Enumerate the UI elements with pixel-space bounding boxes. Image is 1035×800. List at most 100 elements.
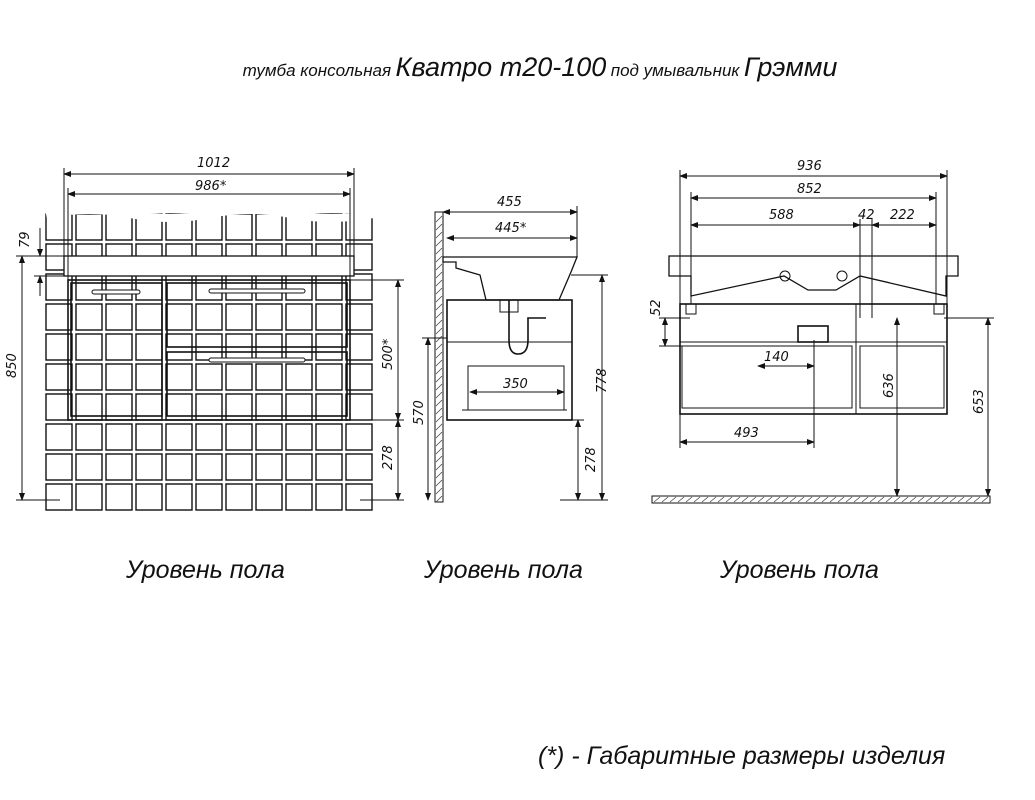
dim-front-top-thickness: 79 (18, 231, 33, 248)
wall-tile (45, 453, 73, 481)
back-siphon (797, 325, 829, 343)
wall-tile (315, 273, 343, 301)
dim-front-total-height: 850 (5, 353, 20, 378)
wall-tile (195, 483, 223, 511)
floor-label-front: Уровень пола (126, 556, 285, 584)
drawer-handle-top (208, 288, 306, 294)
wall-tile (345, 423, 373, 451)
wall-tile (345, 483, 373, 511)
front-drawer-bottom (166, 351, 348, 417)
title-basin: Грэмми (743, 52, 838, 82)
wall-tile (135, 303, 163, 331)
dim-back-siphon-width: 140 (764, 350, 789, 365)
wall-tile (75, 333, 103, 361)
front-view: 1012 986* 79 850 500* 278 (5, 156, 404, 511)
wall-tile (315, 363, 343, 391)
dim-back-rail-height: 52 (649, 299, 664, 316)
wall-tile (225, 303, 253, 331)
front-door (70, 282, 163, 417)
wall-tile (135, 273, 163, 301)
wall-tile (165, 273, 193, 301)
wall-tile (195, 423, 223, 451)
dim-back-bottom-offset: 493 (734, 426, 759, 441)
wall-tile (225, 483, 253, 511)
wall-tile (75, 213, 103, 241)
drawing-title: тумба консольная Кватро т20-100 под умыв… (0, 52, 1035, 83)
wall-tile (105, 213, 133, 241)
wall-tile (75, 273, 103, 301)
title-middle: под умывальник (610, 61, 740, 80)
wall-tile (285, 453, 313, 481)
wall-tile (345, 453, 373, 481)
dim-back-overall-width: 936 (797, 159, 822, 174)
side-basin (442, 256, 578, 301)
wall-tile (255, 363, 283, 391)
dim-side-overall-depth: 455 (497, 195, 522, 210)
wall-tile (165, 453, 193, 481)
footnote: (*) - Габаритные размеры изделия (538, 742, 946, 770)
wall-tile (315, 483, 343, 511)
wall-tile (105, 303, 133, 331)
wall-tile (255, 273, 283, 301)
wall-tile (165, 483, 193, 511)
dim-side-body-depth: 445* (495, 221, 527, 236)
wall-tile (135, 483, 163, 511)
wall-tile (225, 273, 253, 301)
dim-side-top-height: 778 (595, 368, 610, 393)
wall-tile (225, 213, 253, 241)
wall-tile (255, 483, 283, 511)
wall-tile (105, 273, 133, 301)
dim-front-body-width: 986* (195, 179, 227, 194)
wall-tile (255, 453, 283, 481)
door-handle (91, 289, 141, 295)
wall-tile (255, 213, 283, 241)
dim-back-gap: 42 (858, 208, 875, 223)
wall-tile (285, 423, 313, 451)
dim-back-right-offset: 222 (890, 208, 915, 223)
wall-tile (135, 363, 163, 391)
dim-back-mount-width: 852 (797, 182, 822, 197)
wall-tile (45, 423, 73, 451)
wall-tile (105, 423, 133, 451)
side-view: 455 445* 350 570 778 278 (412, 195, 610, 503)
wall-tile (165, 423, 193, 451)
mount-bracket-left (685, 303, 697, 315)
wall-tile (75, 363, 103, 391)
wall-tile (105, 363, 133, 391)
tap-hole-right (836, 270, 848, 282)
back-view: 936 852 588 42 222 52 140 493 636 653 (649, 159, 994, 504)
wall-tile (105, 453, 133, 481)
wall-tile (45, 483, 73, 511)
dim-front-overall-width: 1012 (197, 156, 230, 171)
title-prefix: тумба консольная (242, 61, 392, 80)
dim-front-floor-clearance: 278 (381, 445, 396, 470)
back-basin (668, 255, 959, 297)
wall-tile (225, 423, 253, 451)
front-cabinet-body (67, 279, 351, 421)
wall-tile (75, 453, 103, 481)
title-model: Кватро т20-100 (395, 52, 607, 82)
front-drawer-top (166, 282, 348, 348)
wall-tile (195, 363, 223, 391)
wall-tile (135, 453, 163, 481)
wall-tile (285, 363, 313, 391)
wall-tile (195, 303, 223, 331)
side-siphon (508, 300, 546, 355)
wall-tile (255, 423, 283, 451)
wall-tile (315, 453, 343, 481)
dim-side-floor-clearance: 278 (584, 447, 599, 472)
wall-tile (225, 453, 253, 481)
wall-tile (105, 333, 133, 361)
wall-tile (105, 483, 133, 511)
wall-tile (75, 303, 103, 331)
wall-tile (285, 483, 313, 511)
dim-side-mid-height: 570 (412, 400, 427, 425)
wall-tile (315, 303, 343, 331)
back-floor (651, 495, 991, 504)
mount-bracket-right (933, 303, 945, 315)
wall-tile (165, 303, 193, 331)
wall-tile (135, 333, 163, 361)
drawer-handle-bottom (208, 357, 306, 363)
wall-tile (75, 483, 103, 511)
